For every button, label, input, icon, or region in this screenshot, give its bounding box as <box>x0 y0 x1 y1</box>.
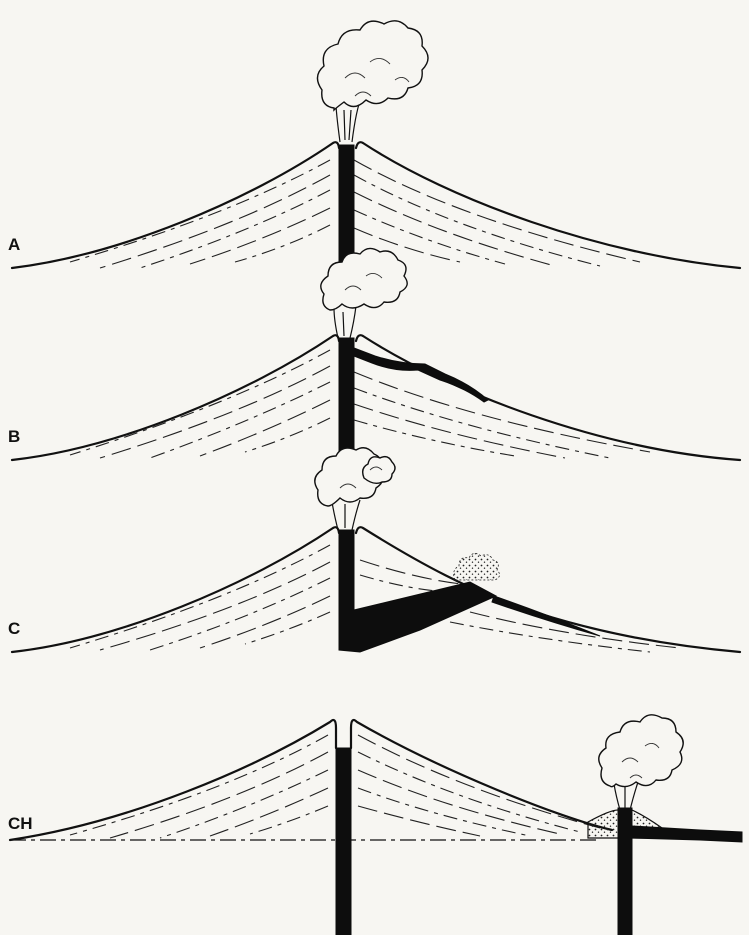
magma-conduit-and-sill-c <box>339 530 496 652</box>
panel-b: B <box>8 248 740 460</box>
strata-lines-a <box>70 160 640 268</box>
panel-label-ch: CH <box>8 814 33 833</box>
lava-flow-ch <box>632 826 742 842</box>
volcano-profile-ch <box>10 720 612 840</box>
flank-eruption-cloud-c <box>454 553 500 580</box>
magma-conduit-a <box>339 145 354 267</box>
panel-label-a: A <box>8 235 20 254</box>
magma-conduit-b <box>339 338 354 460</box>
volcano-profile-b <box>12 335 740 460</box>
magma-conduit-ch <box>336 748 351 935</box>
flank-dike-b <box>354 348 488 402</box>
strata-lines-b <box>70 350 650 458</box>
eruption-plume-c <box>315 448 395 530</box>
strata-lines-ch <box>70 735 600 838</box>
panel-c: C <box>8 448 740 652</box>
panel-label-c: C <box>8 619 20 638</box>
eruption-plume-a <box>317 21 428 142</box>
lava-flow-c <box>492 596 600 636</box>
panel-a: A <box>8 21 740 268</box>
panel-label-b: B <box>8 427 20 446</box>
panel-ch: CH <box>8 715 742 935</box>
eruption-plume-ch <box>599 715 683 810</box>
eruption-plume-b <box>321 248 407 338</box>
secondary-conduit-ch <box>618 808 632 935</box>
